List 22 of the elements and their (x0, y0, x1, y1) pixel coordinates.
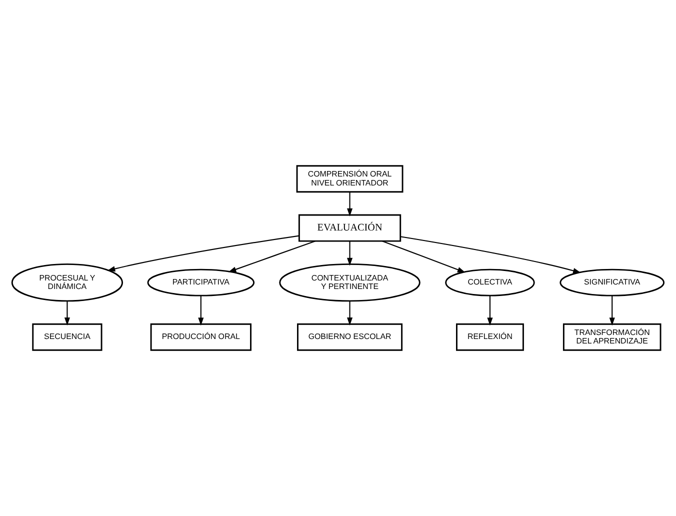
arrow (347, 241, 353, 266)
node-box: GOBIERNO ESCOLAR (297, 323, 403, 351)
node-box: SECUENCIA (32, 323, 102, 351)
node-ellipse: CONTEXTUALIZADA Y PERTINENTE (279, 263, 420, 302)
arrow (609, 296, 615, 326)
arrow (107, 235, 300, 272)
arrow (347, 192, 353, 216)
arrow (487, 296, 493, 326)
arrow (347, 300, 353, 326)
node-box: EVALUACIÓN (298, 214, 402, 242)
arrow (64, 300, 70, 326)
arrow (198, 296, 204, 326)
node-ellipse: COLECTIVA (445, 268, 535, 296)
node-box: PRODUCCIÓN ORAL (150, 323, 252, 351)
arrow (228, 240, 316, 272)
arrow (382, 240, 466, 273)
node-ellipse: PROCESUAL Y DINÁMICA (11, 263, 124, 302)
node-ellipse: PARTICIPATIVA (147, 268, 255, 296)
node-box: COMPRENSIÓN ORAL NIVEL ORIENTADOR (296, 165, 404, 193)
node-box: TRANSFORMACIÓN DEL APRENDIZAJE (562, 323, 662, 351)
node-box: REFLEXIÓN (456, 323, 524, 351)
arrow (400, 236, 582, 274)
